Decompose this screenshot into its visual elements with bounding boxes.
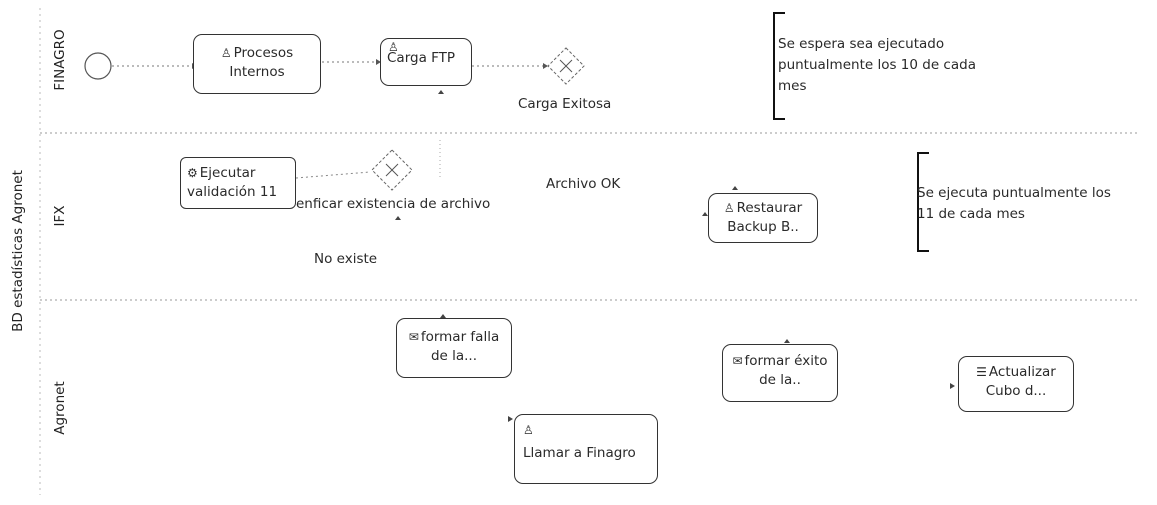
user-icon: ♙	[388, 40, 399, 54]
arrow-head	[376, 59, 381, 65]
arrow-head	[543, 63, 548, 69]
gateway-label-carga-exitosa: Carga Exitosa	[518, 96, 612, 112]
annotation-finagro: Se espera sea ejecutado puntualmente los…	[778, 36, 976, 94]
task-label: Carga FTP	[387, 50, 456, 66]
envelope-icon: ✉	[732, 354, 743, 368]
task-procesos-internos[interactable]: ♙Procesos Internos	[193, 34, 321, 94]
annotation-ifx: Se ejecuta puntualmente los 11 de cada m…	[917, 185, 1111, 222]
gear-icon: ⚙	[187, 166, 198, 180]
arrow-marker	[508, 416, 513, 422]
annotation-bracket	[917, 152, 929, 252]
task-restaurar-backup[interactable]: ♙Restaurar Backup B..	[708, 193, 818, 243]
task-label: Internos	[229, 64, 285, 80]
task-label: de la...	[430, 348, 478, 364]
task-label: Restaurar	[736, 200, 803, 216]
envelope-icon: ✉	[408, 330, 419, 344]
task-label: Actualizar	[988, 364, 1056, 380]
annotation-bracket	[773, 12, 785, 120]
task-label: Llamar a Finagro	[523, 445, 636, 461]
task-actualizar-cubo[interactable]: ☰Actualizar Cubo d...	[958, 356, 1074, 412]
user-icon: ♙	[523, 423, 534, 437]
flow-label-archivo-ok: Archivo OK	[546, 176, 621, 192]
arrow-marker	[395, 216, 401, 220]
flow-validacion-to-gateway	[295, 171, 371, 179]
task-label: Backup B..	[727, 219, 799, 235]
gateway-verificar-archivo	[371, 149, 413, 191]
task-ejecutar-validacion[interactable]: ⚙Ejecutar validación 11	[180, 157, 296, 209]
pool-label: BD estadísticas Agronet	[10, 170, 26, 332]
lane-label-ifx: IFX	[52, 205, 68, 227]
task-label: Ejecutar	[199, 165, 256, 181]
arrow-marker	[950, 383, 955, 389]
arrow-marker	[702, 212, 708, 216]
task-label: formar falla	[420, 329, 500, 345]
task-informar-exito[interactable]: ✉formar éxito de la..	[722, 344, 838, 402]
task-label: de la..	[759, 372, 801, 388]
task-llamar-finagro[interactable]: ♙ Llamar a Finagro	[514, 414, 658, 484]
arrow-marker	[732, 186, 738, 190]
task-label: validación 11	[187, 184, 278, 200]
user-icon: ♙	[220, 46, 232, 60]
task-informar-falla[interactable]: ✉formar falla de la...	[396, 318, 512, 378]
gateway-label-verificar: enficar existencia de archivo	[296, 196, 491, 212]
arrow-marker	[784, 339, 790, 343]
user-icon: ♙	[723, 201, 735, 215]
arrow-marker	[438, 90, 444, 94]
lane-label-finagro: FINAGRO	[52, 29, 68, 91]
gateway-carga-exitosa	[547, 47, 585, 85]
start-event	[84, 52, 112, 80]
task-label: Procesos	[233, 45, 294, 61]
script-icon: ☰	[976, 365, 987, 379]
arrow-marker	[440, 314, 446, 318]
lane-label-agronet: Agronet	[52, 381, 68, 435]
task-carga-ftp[interactable]: ♙ Carga FTP	[380, 38, 472, 86]
task-label: formar éxito	[744, 353, 828, 369]
task-label: Cubo d...	[985, 383, 1047, 399]
flow-label-no-existe: No existe	[314, 251, 378, 267]
